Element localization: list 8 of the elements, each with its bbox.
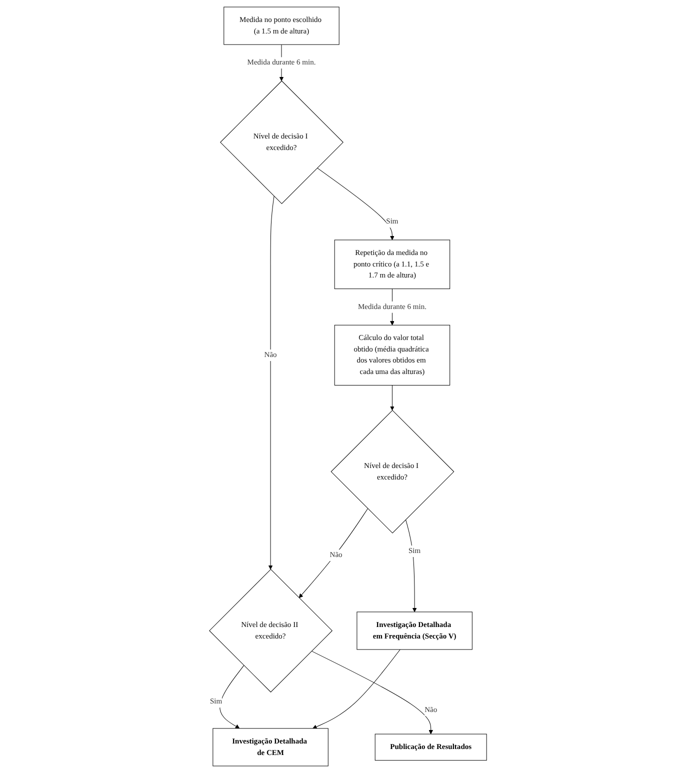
arrow [390,385,394,410]
arrow [405,519,417,612]
arrow [312,649,400,729]
arrow [316,168,394,240]
arrow [268,196,274,570]
arrow [298,508,368,598]
arrow [311,650,434,734]
arrow [220,665,244,729]
